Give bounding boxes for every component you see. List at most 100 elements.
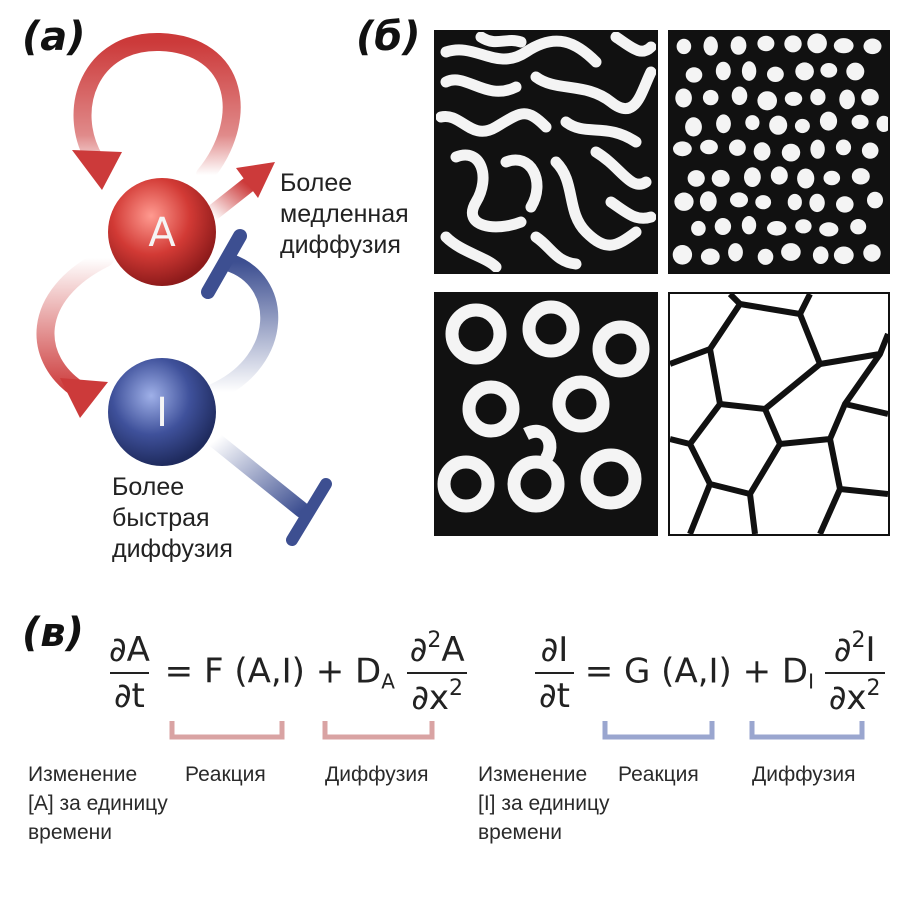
spot bbox=[753, 142, 771, 161]
spot bbox=[819, 222, 839, 237]
inhibitor-diffusion-bracket bbox=[749, 721, 865, 740]
slow-diffusion-note: Более медленная диффузия bbox=[280, 168, 409, 261]
spot bbox=[757, 248, 774, 265]
spot bbox=[867, 191, 883, 209]
spot bbox=[703, 36, 718, 56]
spot bbox=[797, 168, 815, 189]
self-activation-arrow bbox=[73, 32, 241, 184]
inhibitor-equation: ∂I ∂t = G (A,I) + DI ∂2I ∂x2 bbox=[535, 628, 885, 718]
spot bbox=[823, 170, 841, 186]
activator-rhs-den: ∂x2 bbox=[407, 672, 468, 718]
spot bbox=[730, 36, 747, 55]
activator-diffusion-bracket bbox=[322, 721, 435, 740]
activator-rhs-num-sup: 2 bbox=[427, 628, 442, 653]
inhibitor-node-label: I bbox=[156, 390, 168, 436]
spot bbox=[819, 111, 838, 131]
inhibitor-coef-subscript: I bbox=[808, 669, 814, 694]
spot bbox=[851, 168, 870, 185]
activator-diffusion-caption: Диффузия bbox=[325, 763, 429, 786]
spot bbox=[699, 191, 717, 212]
spot bbox=[784, 91, 803, 106]
term-brackets bbox=[169, 721, 865, 740]
activator-rhs-den-sup: 2 bbox=[449, 676, 464, 701]
activator-rhs-num-base: ∂ bbox=[409, 630, 428, 670]
inhibitor-rhs: ∂2I ∂x2 bbox=[824, 628, 885, 718]
spot bbox=[781, 143, 801, 162]
spot bbox=[757, 91, 777, 111]
spot bbox=[861, 88, 879, 106]
spot bbox=[675, 88, 692, 108]
spot bbox=[795, 219, 812, 234]
spot bbox=[861, 142, 879, 159]
slow-diffusion-line-3: диффузия bbox=[280, 231, 401, 259]
spot bbox=[676, 38, 692, 55]
fast-diffusion-line-3: диффузия bbox=[112, 535, 233, 563]
inhibitor-reaction-term: = G (A,I) + D bbox=[584, 651, 809, 692]
pattern-labyrinth bbox=[434, 30, 658, 274]
spot bbox=[795, 62, 814, 81]
spot bbox=[744, 167, 761, 188]
inhibitor-rhs-den-base: ∂x bbox=[828, 678, 867, 718]
spot bbox=[809, 193, 825, 213]
inhibitor-lhs: ∂I ∂t bbox=[535, 630, 574, 716]
spot bbox=[700, 139, 718, 155]
spot bbox=[836, 196, 854, 213]
inhibition-arrow-i-to-a bbox=[206, 253, 279, 401]
spot bbox=[787, 193, 802, 211]
activator-reaction-term: = F (A,I) + D bbox=[164, 651, 382, 692]
spot bbox=[741, 61, 757, 81]
activator-lhs-num: ∂A bbox=[109, 630, 150, 670]
pattern-cells bbox=[668, 292, 890, 536]
slow-diffusion-line-2: медленная bbox=[280, 200, 409, 228]
slow-diffusion-line-1: Более bbox=[280, 169, 353, 197]
inhibitor-change-line-2: [I] за единицу bbox=[478, 792, 610, 815]
spot bbox=[715, 61, 731, 81]
inhibitor-rhs-den-sup: 2 bbox=[866, 676, 881, 701]
inhibitor-diffusion-bar bbox=[286, 478, 332, 546]
activator-inhibitor-diagram: A I bbox=[36, 32, 332, 546]
activator-change-caption: Изменение [A] за единицу времени bbox=[28, 760, 168, 847]
activator-change-line-1: Изменение bbox=[28, 763, 138, 786]
spot bbox=[807, 33, 827, 54]
activator-rhs-num-var: A bbox=[441, 630, 465, 670]
inhibitor-rhs-num: ∂2I bbox=[830, 628, 880, 672]
spot bbox=[755, 195, 772, 210]
spot bbox=[728, 243, 743, 262]
inhibitor-lhs-num: ∂I bbox=[540, 630, 569, 670]
spot bbox=[757, 35, 775, 52]
spot bbox=[674, 192, 694, 211]
spot bbox=[767, 221, 787, 236]
fast-diffusion-line-2: быстрая bbox=[112, 504, 210, 532]
activator-diffusion-arrow bbox=[202, 177, 256, 223]
spot bbox=[672, 245, 693, 265]
spot bbox=[812, 246, 829, 264]
inhibitor-rhs-den: ∂x2 bbox=[824, 672, 885, 718]
spot bbox=[820, 63, 838, 78]
spot bbox=[876, 115, 888, 132]
spot bbox=[770, 166, 788, 185]
activator-rhs-num: ∂2A bbox=[406, 628, 469, 672]
spot bbox=[835, 139, 852, 156]
spot bbox=[810, 88, 826, 106]
inhibitor-reaction-caption: Реакция bbox=[618, 763, 699, 786]
pattern-spots bbox=[668, 30, 890, 274]
spot bbox=[839, 89, 855, 110]
spot bbox=[784, 35, 802, 53]
activator-diffusion-arrowhead bbox=[236, 162, 275, 198]
activator-rhs-den-base: ∂x bbox=[411, 678, 450, 718]
panel-label-b: (б) bbox=[356, 14, 421, 60]
spot bbox=[731, 86, 748, 106]
spot bbox=[794, 118, 810, 134]
spot bbox=[745, 115, 760, 131]
inhibitor-rhs-num-sup: 2 bbox=[851, 628, 866, 653]
spot bbox=[769, 115, 788, 135]
spot bbox=[730, 192, 748, 208]
spot bbox=[729, 139, 746, 156]
inhibitor-lhs-den: ∂t bbox=[535, 672, 574, 716]
activation-arrow-a-to-i bbox=[36, 249, 114, 401]
activator-change-line-3: времени bbox=[28, 821, 112, 844]
spot bbox=[781, 243, 801, 261]
pattern-cells-image bbox=[670, 294, 888, 534]
spot bbox=[863, 38, 882, 55]
activator-reaction-caption: Реакция bbox=[185, 763, 266, 786]
